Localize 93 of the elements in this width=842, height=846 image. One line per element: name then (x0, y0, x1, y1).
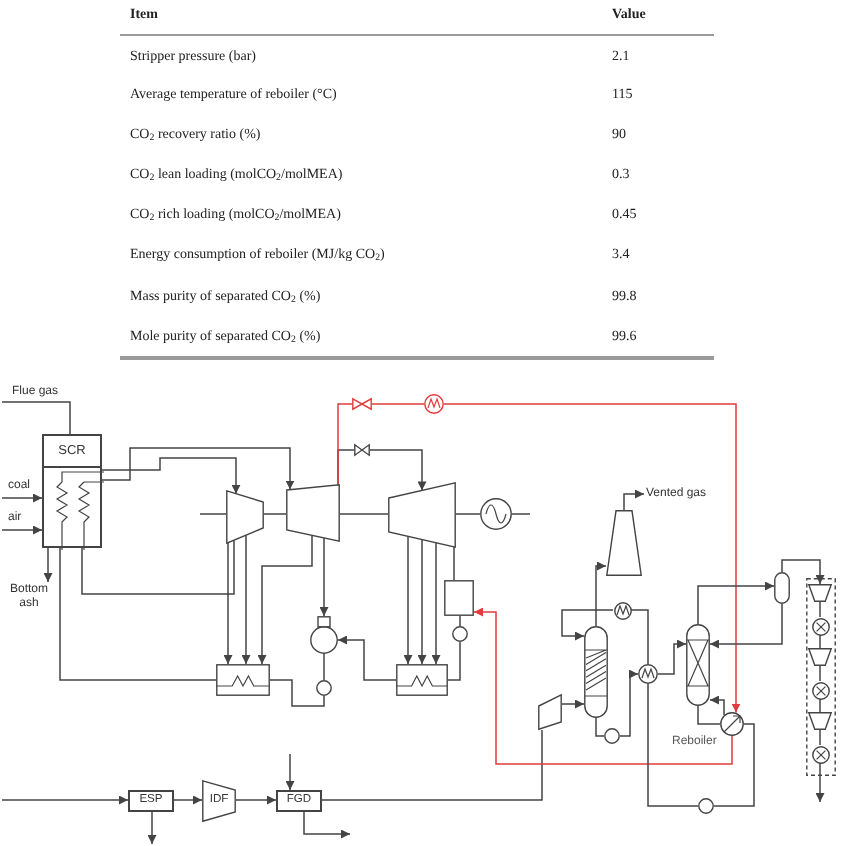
connector-line (323, 652, 325, 681)
reboiler-symbol (720, 712, 744, 736)
arrow (1, 493, 43, 503)
arrow (815, 762, 825, 803)
connector-line (263, 513, 287, 515)
arrow (319, 537, 329, 617)
absorber-column (584, 626, 608, 718)
separator-vessel (774, 572, 790, 604)
heat-exchanger-box (396, 664, 448, 696)
stack-symbol (606, 510, 642, 576)
blower-symbol (538, 694, 562, 730)
arrow (101, 447, 295, 491)
compressor-symbol (808, 584, 832, 602)
connector-line (269, 679, 325, 707)
connector-line (371, 403, 425, 405)
arrow (303, 811, 351, 839)
connector-line (819, 698, 821, 713)
arrow (561, 699, 585, 709)
connector-line (459, 615, 461, 627)
arrow (257, 534, 313, 665)
connector-line (819, 665, 821, 682)
arrow (595, 561, 607, 627)
valve-symbol (354, 444, 370, 456)
arrow (285, 753, 295, 791)
compressor-symbol (808, 648, 832, 666)
connector-line (453, 546, 455, 581)
connector-line (337, 403, 353, 486)
cooler-symbol (811, 745, 829, 763)
deaerator-box (444, 580, 474, 616)
arrow (709, 603, 783, 649)
arrow (619, 669, 639, 737)
compressor-symbol (808, 712, 832, 730)
arrow (369, 449, 427, 492)
condenser-symbol (310, 616, 338, 654)
arrow (147, 811, 157, 845)
connector-line (819, 634, 821, 649)
arrow (223, 541, 233, 665)
connector-line (447, 641, 461, 681)
heat-exchanger-box (216, 664, 270, 696)
connector-line (697, 705, 721, 725)
compression-train-frame (806, 578, 836, 776)
connector-line (321, 729, 543, 801)
arrow (403, 535, 413, 665)
boiler-box (42, 434, 102, 548)
pump-symbol (316, 680, 332, 696)
connector-line (819, 601, 821, 618)
pump-symbol (452, 626, 468, 642)
connector-line (199, 513, 227, 515)
arrow (443, 403, 741, 714)
heat-exchanger-symbol (638, 664, 658, 684)
connector-line (630, 609, 649, 665)
connector-line (713, 723, 755, 807)
arrow (561, 609, 614, 641)
pump-symbol (604, 728, 620, 744)
arrow (417, 538, 427, 665)
cooler-symbol (811, 681, 829, 699)
arrow (235, 795, 277, 805)
arrow (657, 639, 687, 675)
arrow (43, 547, 53, 583)
connector-line (511, 513, 531, 515)
connector-line (81, 539, 235, 595)
stripper-column (686, 624, 710, 706)
arrow (781, 559, 825, 585)
cooler-symbol (613, 601, 631, 619)
arrow (697, 581, 775, 625)
arrow (1, 525, 43, 535)
arrow (623, 489, 645, 511)
process-box (128, 790, 174, 812)
turbine-symbol (388, 482, 456, 548)
connector-line (1, 401, 71, 435)
fan-symbol (202, 780, 236, 822)
arrow (337, 635, 397, 681)
heater-symbol (424, 394, 444, 414)
arrow (241, 534, 251, 665)
cooler-symbol (811, 617, 829, 635)
arrow (173, 795, 203, 805)
valve-symbol (352, 398, 372, 410)
connector-line (647, 683, 699, 807)
arrow (431, 542, 441, 665)
connector-line (819, 729, 821, 746)
arrow (101, 457, 241, 495)
turbine-symbol (226, 490, 264, 544)
pump-symbol (698, 798, 714, 814)
arrow (473, 607, 733, 765)
connector-line (595, 717, 605, 737)
connector-line (59, 547, 217, 681)
process-box (276, 790, 322, 812)
arrow (1, 795, 129, 805)
arrow (709, 695, 725, 716)
connector-line (339, 513, 389, 515)
generator-symbol (480, 498, 512, 530)
turbine-symbol (286, 484, 340, 542)
connector-line (455, 513, 481, 515)
